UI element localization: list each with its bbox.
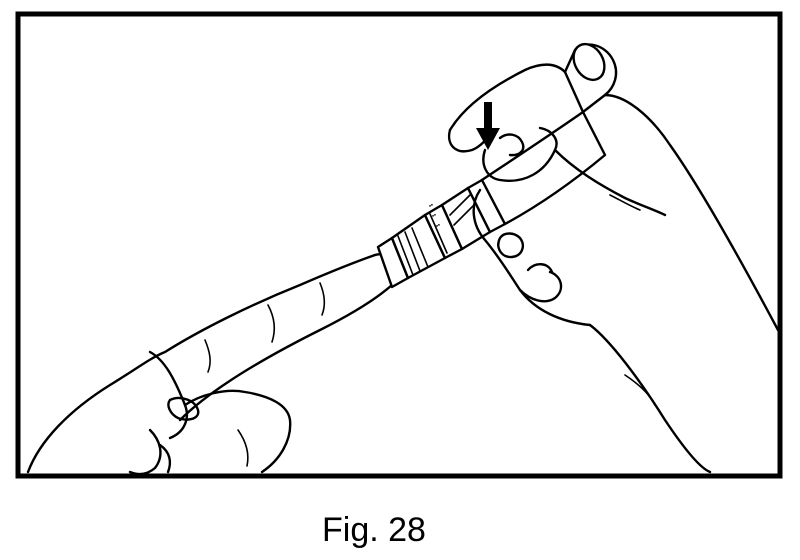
illustration-svg: ▪▪ ▪▪ ▪▪ <box>15 11 783 479</box>
figure-caption: Fig. 28 <box>322 511 426 549</box>
arrow-down-icon <box>476 102 500 150</box>
figure-frame <box>15 11 783 479</box>
lancing-device: ▪▪ ▪▪ ▪▪ <box>376 42 618 289</box>
figure-panel: ▪▪ ▪▪ ▪▪ <box>15 11 783 479</box>
depth-mark-3: ▪▪ <box>435 222 442 229</box>
right-hand <box>447 63 780 474</box>
depth-mark-2: ▪▪ <box>431 212 438 219</box>
left-hand <box>26 253 397 476</box>
depth-mark-1: ▪▪ <box>428 202 435 209</box>
